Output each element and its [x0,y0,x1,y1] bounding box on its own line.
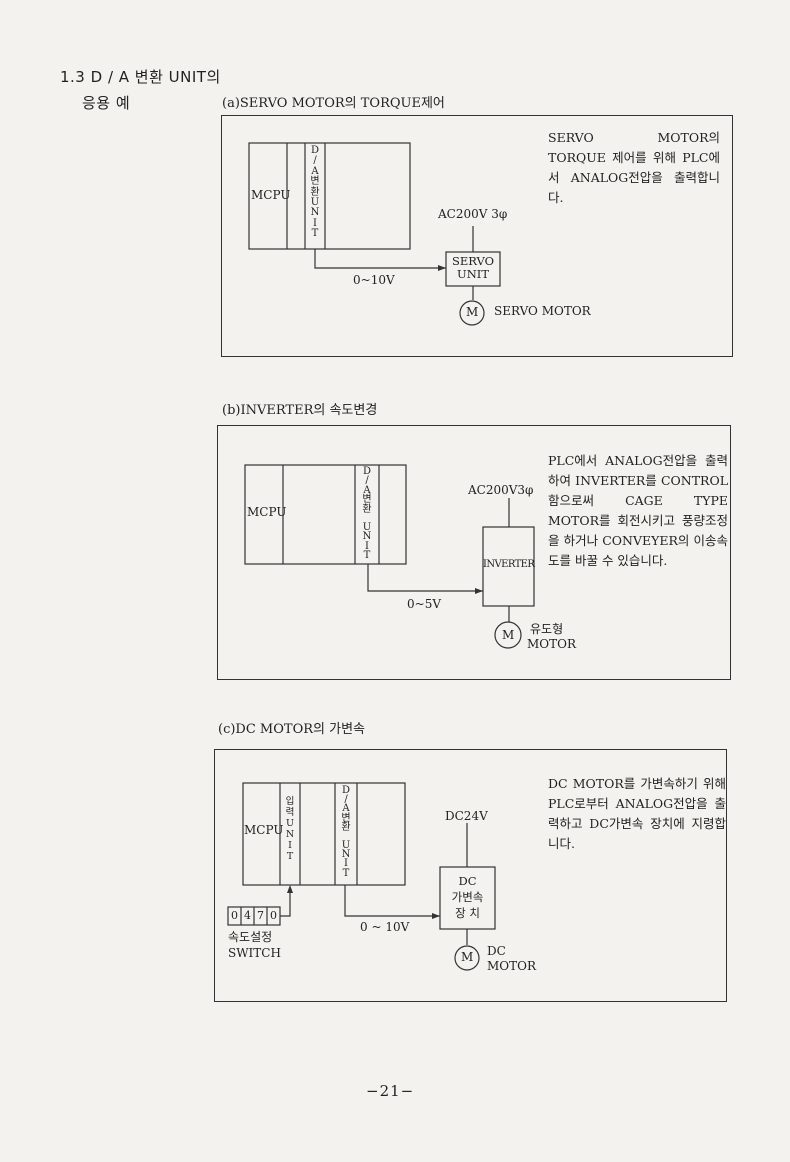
panel-c-motor-circle [454,945,480,971]
panel-c-signal-label: 0 ~ 10V [360,920,410,934]
panel-a-frame [221,115,733,357]
panel-c-cpu-label: MCPU [244,823,284,837]
panel-b-motor-symbol: M [502,628,515,642]
panel-b-plc-rack [244,464,407,565]
panel-b-cpu-label: MCPU [247,505,287,519]
panel-a-motor-symbol: M [466,305,479,319]
panel-a-motor-circle [459,300,485,326]
panel-b-signal-label: 0~5V [407,597,441,611]
panel-a-motor-label: SERVO MOTOR [494,304,591,318]
panel-b-inverter-label: INVERTER [483,559,535,570]
page-number: −21− [366,1082,415,1100]
panel-b-power-label: AC200V3φ [468,483,534,497]
section-title: 1.3 D / A 변환 UNIT의 [60,68,221,86]
panel-b-motor-circle [494,621,522,649]
panel-b-description: PLC에서 ANALOG전압을 출력하여 INVERTER를 CONTROL함으… [548,453,728,568]
panel-a-plc-rack [248,142,411,250]
panel-a-caption: (a)SERVO MOTOR의 TORQUE제어 [222,96,445,111]
section-subtitle: 응용 예 [82,94,131,112]
panel-a-description: SERVO MOTOR의 TORQUE 제어를 위해 PLC에서 ANALOG전… [548,130,720,205]
panel-c-description: DC MOTOR를 가변속하기 위해 PLC로부터 ANALOG전압을 출력하고… [548,776,726,851]
panel-c-plc-rack [242,782,406,886]
panel-a-cpu-label: MCPU [251,188,291,202]
panel-c-caption: (c)DC MOTOR의 가변속 [218,722,365,737]
panel-a-power-label: AC200V 3φ [438,207,508,221]
panel-c-frame [214,749,727,1002]
panel-c-power-label: DC24V [445,809,488,823]
panel-b-caption: (b)INVERTER의 속도변경 [222,403,378,418]
panel-b-frame [217,425,731,680]
panel-c-motor-symbol: M [461,950,474,964]
panel-a-signal-label: 0~10V [353,273,395,287]
